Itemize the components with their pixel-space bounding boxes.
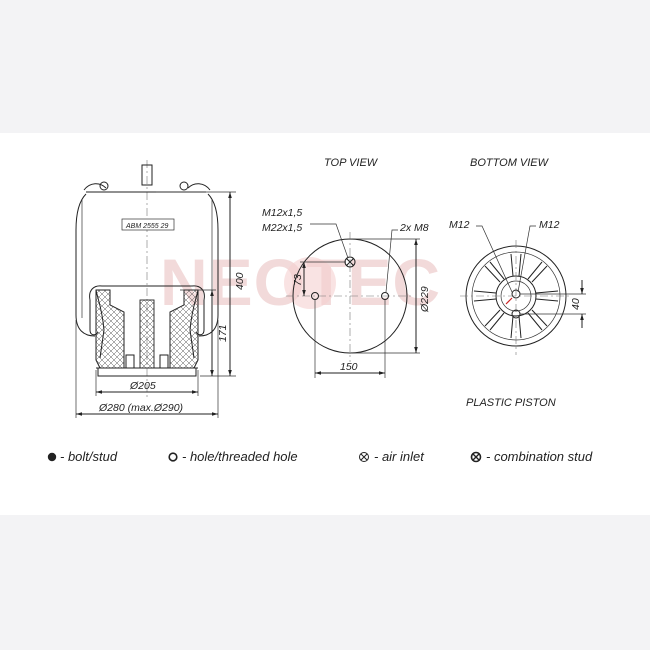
diameter-piston: Ø205 [129,380,156,392]
top-view: TOP VIEW M12x1,5 M22x1,5 2x M8 73 Ø229 1… [262,157,431,378]
top-holes: 2x M8 [399,222,429,234]
top-thread-1: M12x1,5 [262,207,302,219]
legend: - bolt/stud - hole/threaded hole - air i… [47,449,593,464]
bottom-offset: 40 [570,298,582,310]
bottom-thread-right: M12 [539,219,560,231]
threaded-hole-left [311,292,319,300]
label-plate-text: ABM 2555 29 [125,223,169,230]
bolt-icon [47,452,57,462]
hole-icon [168,452,178,462]
bottom-view-title: BOTTOM VIEW [470,157,550,169]
height-piston: 171 [217,324,229,342]
top-spacing: 150 [340,361,358,373]
top-diameter: Ø229 [419,286,431,313]
diameter-bellow: Ø280 (max.Ø290) [98,402,183,414]
top-thread-2: M22x1,5 [262,222,302,234]
bottom-view: BOTTOM VIEW M12 M12 40 [449,157,586,409]
piston-type: PLASTIC PISTON [466,397,556,409]
top-offset: 73 [292,274,304,286]
legend-combo: - combination stud [486,449,593,464]
top-view-title: TOP VIEW [324,157,379,169]
height-total: 400 [234,272,246,290]
legend-hole: - hole/threaded hole [182,449,298,464]
legend-air: - air inlet [374,449,425,464]
side-view: ABM 2555 29 400 171 Ø205 Ø280 [75,160,246,418]
top-stud [141,164,153,186]
bottom-thread-left: M12 [449,219,470,231]
piston-section [95,289,125,369]
threaded-hole-right [381,292,389,300]
label-plate [121,218,175,231]
legend-bolt: - bolt/stud [60,449,118,464]
